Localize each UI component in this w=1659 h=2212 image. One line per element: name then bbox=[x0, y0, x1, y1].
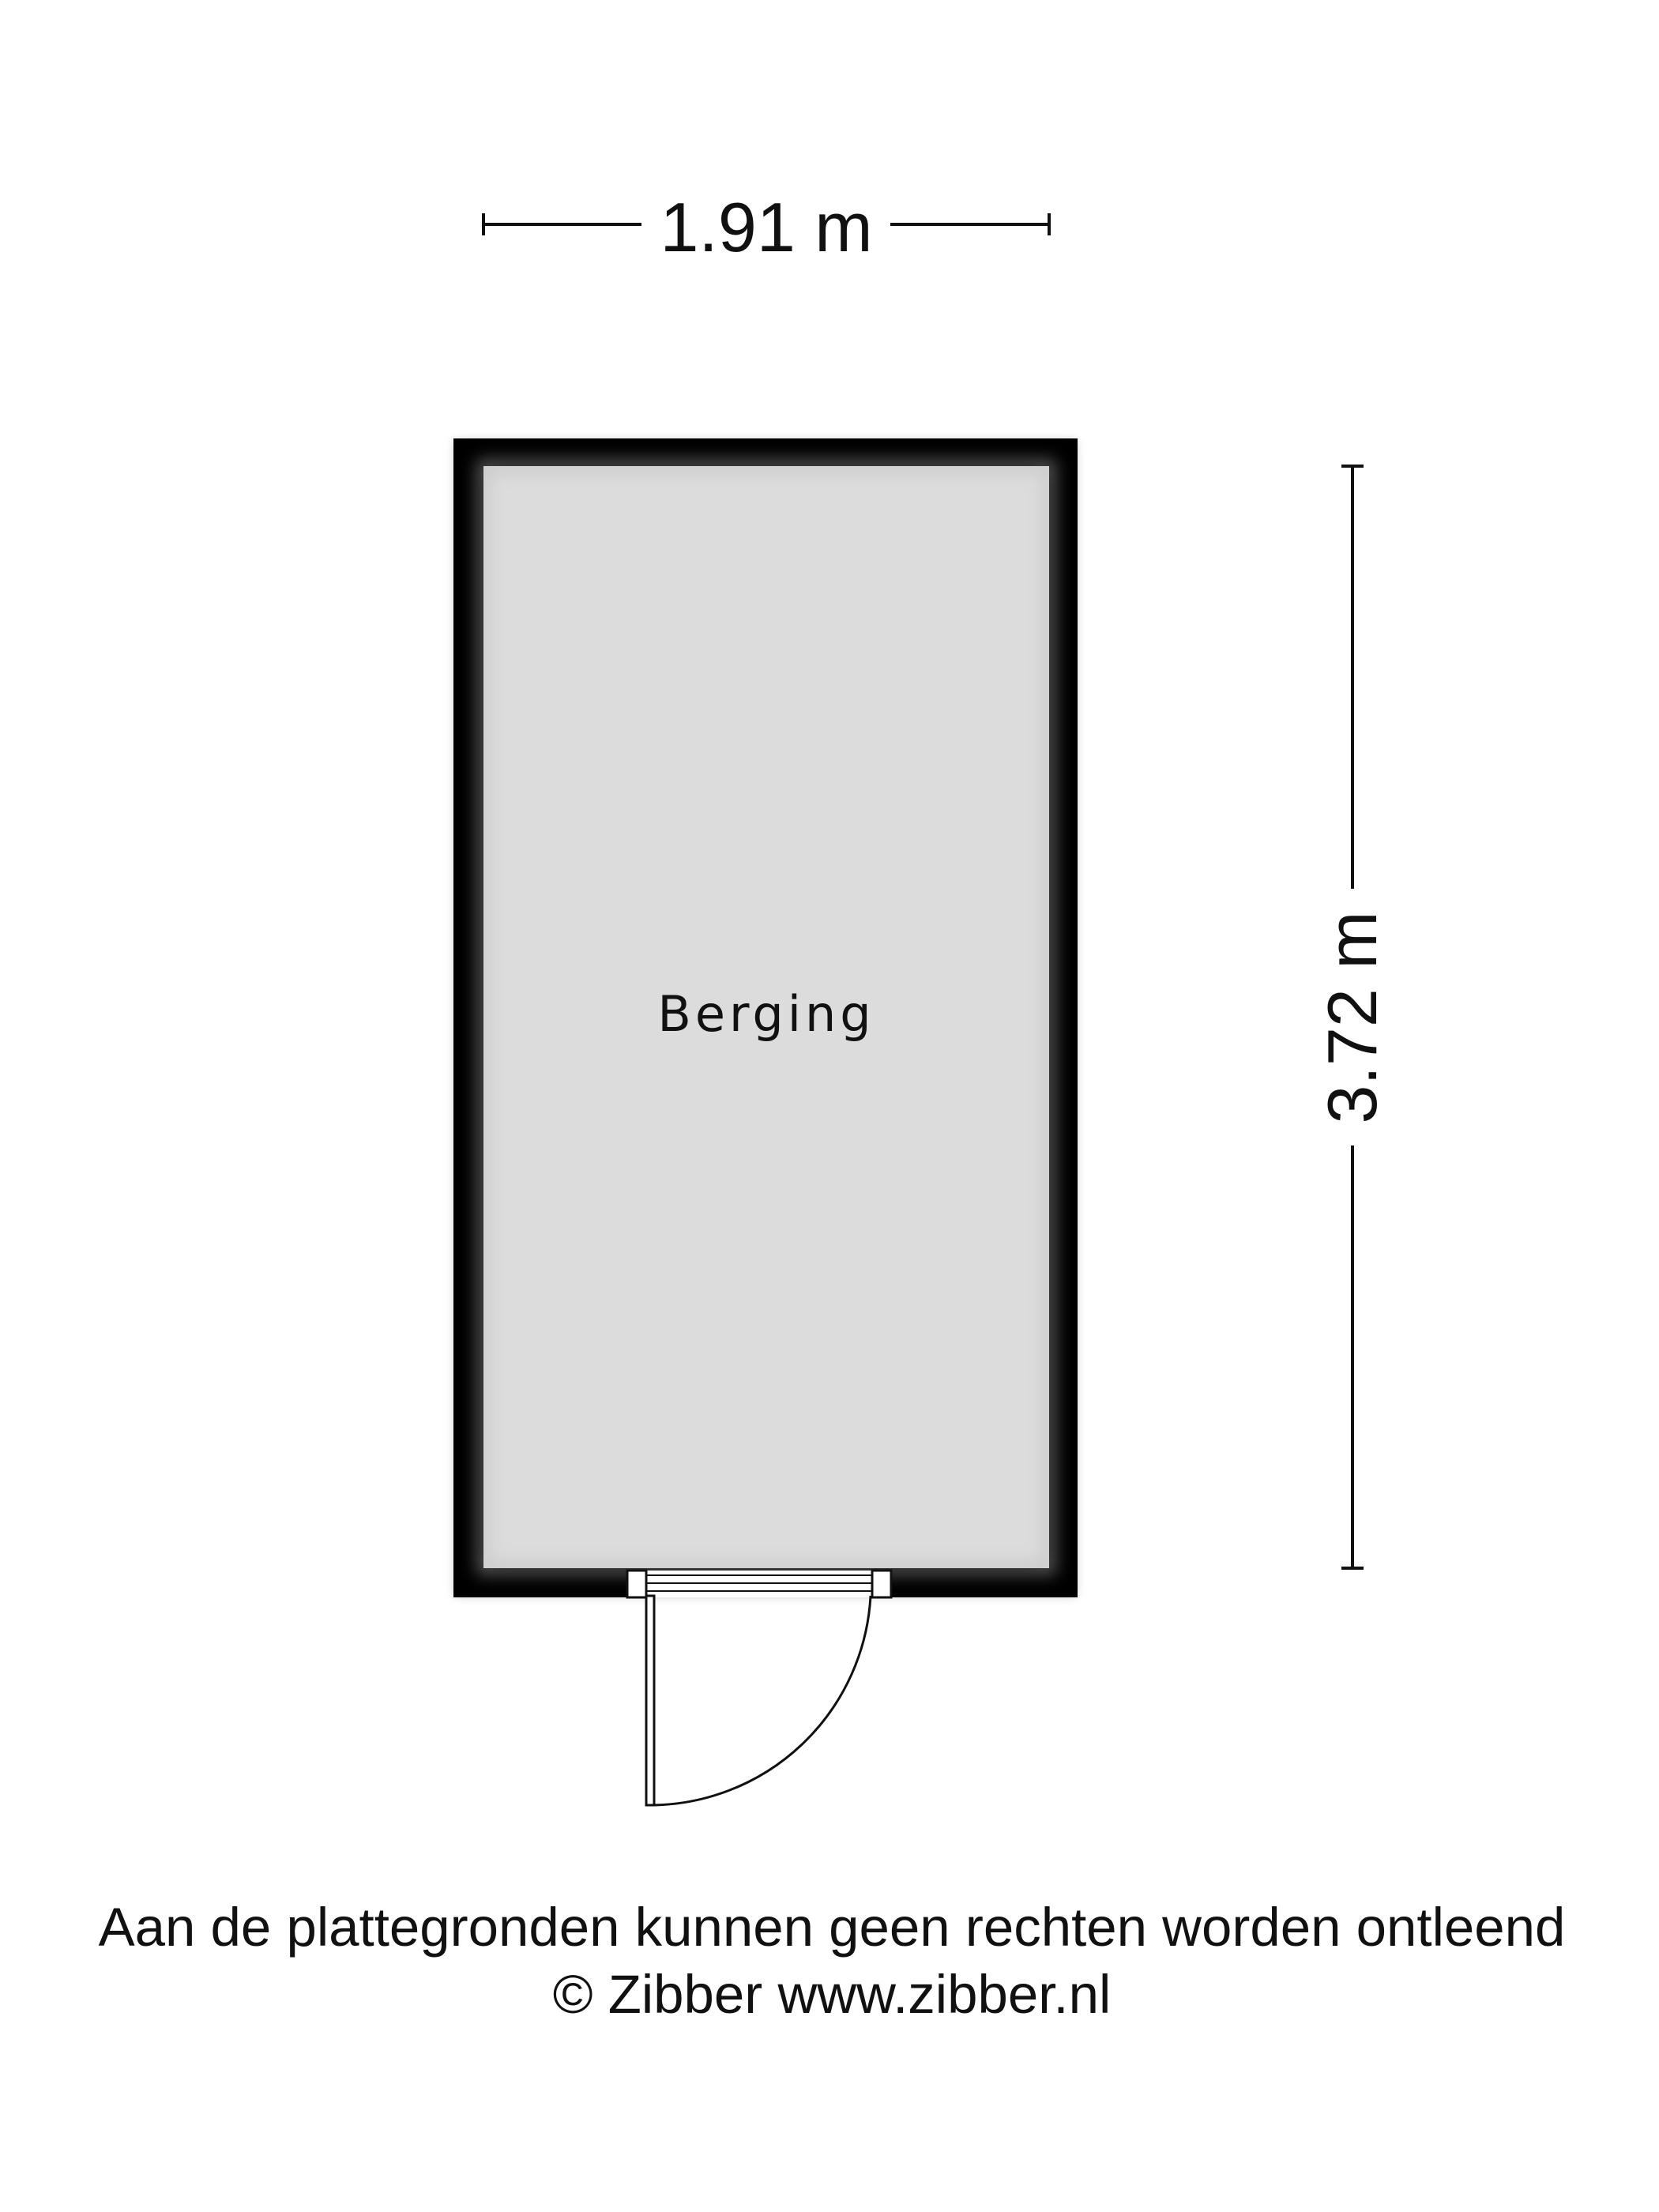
disclaimer-text: Aan de plattegronden kunnen geen rechten… bbox=[99, 1897, 1566, 1958]
height-dimension-label: 3.72 m bbox=[1313, 911, 1391, 1123]
floor-inner-shade bbox=[477, 460, 1055, 1574]
door-frame-right bbox=[871, 1569, 893, 1599]
room-floor bbox=[483, 466, 1049, 1568]
width-dimension-label: 1.91 m bbox=[660, 188, 872, 266]
height-dimension: 3.72 m bbox=[1313, 465, 1391, 1570]
door-frame-left bbox=[626, 1569, 648, 1599]
door bbox=[626, 1569, 893, 1807]
door-swing-arc bbox=[649, 1595, 872, 1807]
room-label: Berging bbox=[657, 985, 875, 1043]
room: Berging bbox=[453, 438, 1078, 1597]
copyright-text: © Zibber www.zibber.nl bbox=[553, 1964, 1112, 2025]
width-dimension: 1.91 m bbox=[482, 188, 1051, 266]
door-leaf bbox=[645, 1594, 656, 1807]
